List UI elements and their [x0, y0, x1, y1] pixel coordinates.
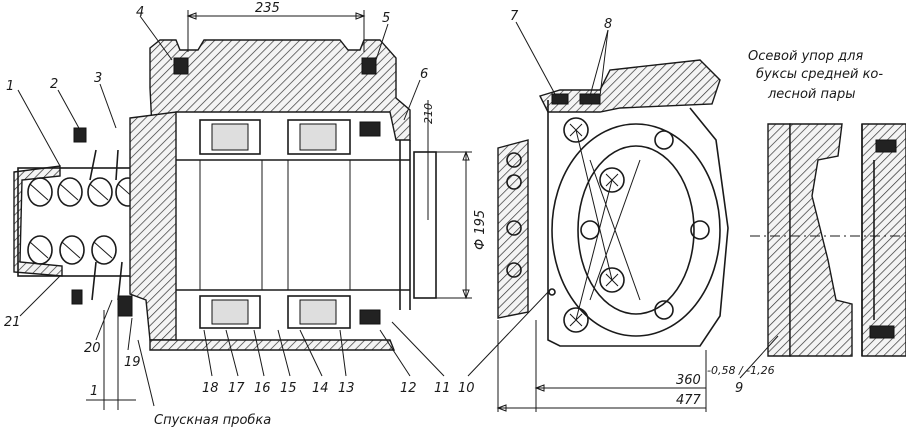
part-1: 1: [6, 79, 14, 94]
dim-1-label: 1: [90, 384, 98, 399]
dimension-235: [186, 10, 366, 52]
dimension-1: [86, 310, 136, 410]
cross-rollers: [563, 117, 710, 333]
part-5: 5: [382, 11, 390, 26]
section-view: [13, 10, 551, 410]
outer-ring: [551, 123, 721, 337]
dim-360-tolerance: -0,58 / -1,26: [707, 364, 775, 377]
stop-housing-right: [861, 123, 906, 357]
part-6: 6: [420, 67, 428, 82]
part-15: 15: [280, 381, 297, 396]
end-view: [496, 21, 729, 412]
dimension-360-477: [496, 320, 707, 412]
flange-bolts: [506, 152, 522, 278]
part-13: 13: [338, 381, 355, 396]
spring-housing: [13, 165, 63, 277]
part-number-labels: 1 2 3 4 5 6 21 20 19 18 17 16 15 14 13 1…: [4, 5, 743, 396]
part-8: 8: [604, 17, 612, 32]
dim-360-label: 360: [676, 373, 701, 388]
bolt-11: [359, 309, 381, 325]
bolt-2: [73, 127, 87, 143]
bolt-21: [71, 289, 83, 305]
dim-477-label: 477: [676, 393, 702, 408]
part-20: 20: [84, 341, 101, 356]
stop-bolt-bottom: [869, 325, 895, 339]
part-21: 21: [4, 315, 21, 330]
leader-lines: [17, 15, 551, 407]
drain-plug: [117, 295, 133, 317]
bolt-8: [579, 93, 601, 105]
dimension-labels: 235 210 Ф 195 360 -0,58 / -1,26 477 1: [90, 1, 775, 408]
part-18: 18: [202, 381, 219, 396]
part-3: 3: [94, 71, 102, 86]
part-17: 17: [228, 381, 245, 396]
part-4: 4: [136, 5, 144, 20]
roller-bearings: [199, 119, 351, 329]
dimension-verticals: [427, 100, 472, 300]
part-14: 14: [312, 381, 329, 396]
caption-axial-stop-3: лесной пары: [767, 87, 855, 102]
part-19: 19: [124, 355, 141, 370]
part-10: 10: [458, 381, 475, 396]
part-11: 11: [434, 381, 451, 396]
pin-10: [548, 288, 556, 296]
captions: Спускная пробка Осевой упор для буксы ср…: [154, 49, 883, 428]
caption-drain-plug: Спускная пробка: [154, 413, 271, 428]
axle: [176, 140, 437, 310]
bolt-7: [551, 93, 569, 105]
axle-box-bottom: [149, 339, 396, 351]
part-7: 7: [510, 9, 519, 24]
axial-stop-view: [739, 123, 906, 379]
part-12: 12: [400, 381, 417, 396]
inner-ring: [577, 145, 695, 315]
springs: [27, 149, 141, 301]
part-16: 16: [254, 381, 271, 396]
caption-axial-stop-2: буксы средней ко-: [756, 67, 883, 82]
bolt-6: [359, 121, 381, 137]
axle-box-side: [129, 111, 177, 341]
caption-axial-stop-1: Осевой упор для: [748, 49, 863, 64]
bolt-4: [173, 57, 189, 75]
dim-210-label: 210: [422, 103, 435, 124]
dim-235-label: 235: [255, 1, 280, 16]
part-2: 2: [50, 77, 58, 92]
stop-housing-left: [767, 123, 791, 357]
part-9: 9: [735, 381, 743, 396]
stop-bracket: [789, 123, 853, 357]
end-view-leaders: [515, 21, 609, 97]
stop-bolt-top: [875, 139, 897, 153]
dim-195-label: Ф 195: [473, 210, 488, 250]
bolt-5: [361, 57, 377, 75]
